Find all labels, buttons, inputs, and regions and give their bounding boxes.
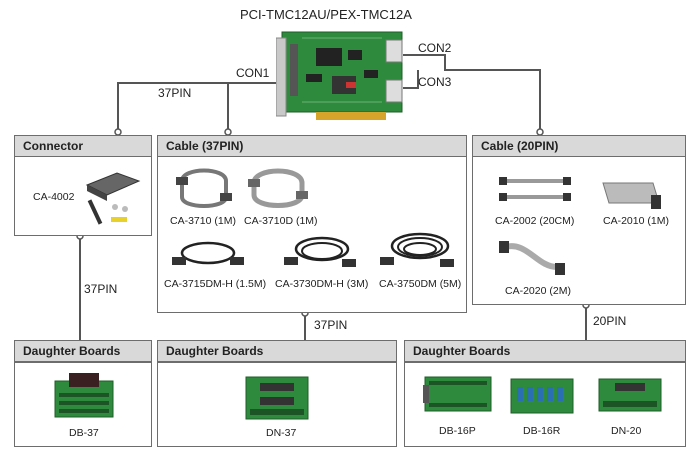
db-mid-panel-header: Daughter Boards xyxy=(157,340,397,362)
card-title: PCI-TMC12AU/PEX-TMC12A xyxy=(240,7,412,22)
db-right-panel-header: Daughter Boards xyxy=(404,340,686,362)
connector-panel: CA-4002 xyxy=(14,156,152,236)
ca-3710d-label: CA-3710D (1M) xyxy=(244,215,318,227)
pci-card-image xyxy=(276,31,403,120)
ca-4002-image xyxy=(85,172,141,225)
dn-20-image xyxy=(598,378,662,412)
pin-label-left-37: 37PIN xyxy=(84,282,118,296)
wire-con1-connector xyxy=(117,82,283,132)
cable37-panel-header: Cable (37PIN) xyxy=(157,135,467,157)
ca-3710-image xyxy=(176,168,232,208)
db-37-label: DB-37 xyxy=(69,427,99,439)
db-left-panel: DB-37 xyxy=(14,362,152,447)
dn-20-label: DN-20 xyxy=(611,425,642,437)
db-16p-image xyxy=(423,376,492,412)
ca-2010-label: CA-2010 (1M) xyxy=(603,215,669,227)
ca-3730dm-h-image xyxy=(284,236,356,267)
db-16r-label: DB-16R xyxy=(523,425,561,437)
ca-3715dm-h-image xyxy=(172,241,244,265)
wire-con2 xyxy=(403,54,541,132)
cable20-panel: CA-2002 (20CM) CA-2010 (1M) CA-2020 (2M) xyxy=(472,156,686,305)
ca-3730dm-h-label: CA-3730DM-H (3M) xyxy=(275,278,369,290)
pin-label-right-20: 20PIN xyxy=(593,314,627,328)
ca-2020-image xyxy=(499,241,565,275)
wire-con3 xyxy=(403,70,419,89)
db-16p-label: DB-16P xyxy=(439,425,476,437)
db-left-panel-header: Daughter Boards xyxy=(14,340,152,362)
con3-label: CON3 xyxy=(418,75,452,89)
ca-3750dm-image xyxy=(380,232,454,267)
db-mid-panel: DN-37 xyxy=(157,362,397,447)
ca-3710d-image xyxy=(248,168,308,208)
con1-label: CON1 xyxy=(236,66,270,80)
dn-37-image xyxy=(245,376,309,420)
db-right-panel: DB-16P DB-16R DN-20 xyxy=(404,362,686,447)
ca-2020-label: CA-2020 (2M) xyxy=(505,285,571,297)
cable20-panel-header: Cable (20PIN) xyxy=(472,135,686,157)
ca-2002-label: CA-2002 (20CM) xyxy=(495,215,575,227)
dn-37-label: DN-37 xyxy=(266,427,297,439)
ca-3715dm-h-label: CA-3715DM-H (1.5M) xyxy=(164,278,267,290)
ca-2002-image xyxy=(499,177,571,201)
db-16r-image xyxy=(510,378,574,414)
ca-2010-image xyxy=(602,182,661,209)
ca-3710-label: CA-3710 (1M) xyxy=(170,215,236,227)
db-37-image xyxy=(54,373,114,418)
ca-3750dm-label: CA-3750DM (5M) xyxy=(379,278,462,290)
pin-label-mid-37: 37PIN xyxy=(314,318,348,332)
pin-label-top-37: 37PIN xyxy=(158,86,192,100)
connector-panel-header: Connector xyxy=(14,135,152,157)
con2-label: CON2 xyxy=(418,41,452,55)
cable37-panel: CA-3710 (1M) CA-3710D (1M) CA-3715DM-H (… xyxy=(157,156,467,313)
ca-4002-label: CA-4002 xyxy=(33,191,75,203)
